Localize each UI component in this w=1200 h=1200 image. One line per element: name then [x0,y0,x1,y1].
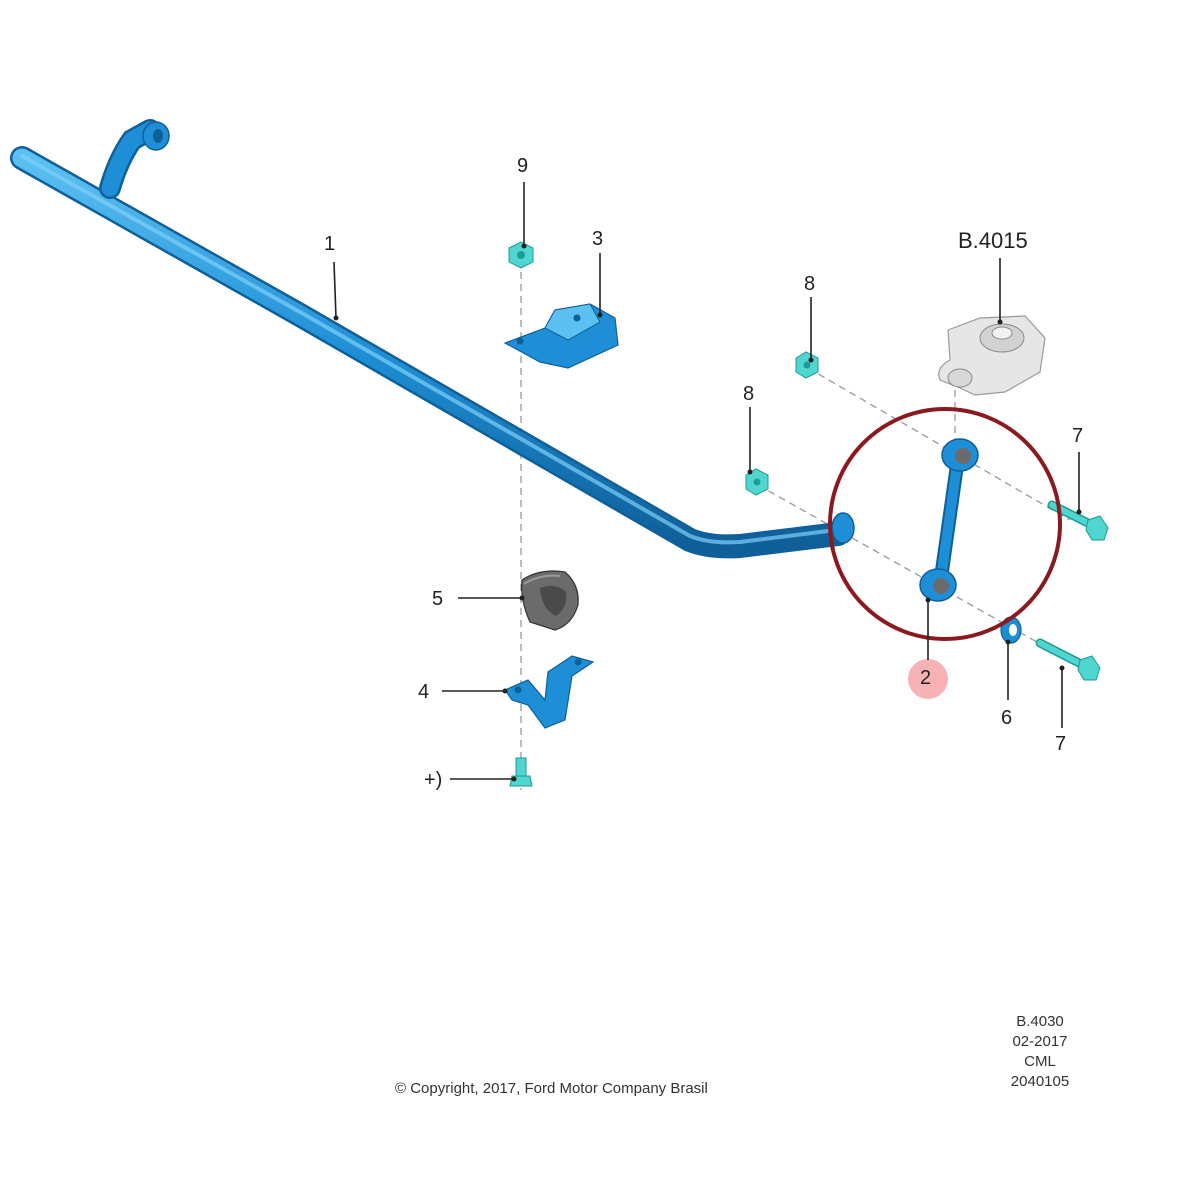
stabilizer-bar [10,119,855,559]
copyright-notice: © Copyright, 2017, Ford Motor Company Br… [395,1080,708,1097]
callout-8-upper: 8 [804,273,815,295]
bolt-bottom [509,757,533,787]
callout-7-upper: 7 [1072,425,1083,447]
callout-3: 3 [592,228,603,250]
callout-9: 9 [517,155,528,177]
drawing-code: B.4030 [1016,1013,1064,1030]
callout-5: 5 [432,588,443,610]
drawing-cml: CML [1024,1053,1056,1070]
callout-1: 1 [324,233,335,255]
bolt-lower-right [1035,638,1101,681]
highlight-badge [908,659,948,699]
nut-top [508,241,534,269]
callout-8-lower: 8 [743,383,754,405]
callout-plus: +) [424,769,442,791]
drawing-number: 2040105 [1010,1073,1070,1090]
nut-lower-right [745,468,769,496]
callout-7-lower: 7 [1055,733,1066,755]
drawing-reference-block: B.4030 02-2017 CML 2040105 [980,1012,1100,1092]
callout-2: 2 [920,667,931,689]
nut-upper-right [795,351,819,379]
knuckle-housing [938,315,1046,396]
stabilizer-link [919,438,979,602]
leader-lines [333,182,1082,782]
lower-bracket [504,655,595,729]
callout-4: 4 [418,681,429,703]
rubber-bushing [521,570,579,631]
highlight-circle [828,407,1062,641]
upper-bracket [503,303,619,369]
drawing-date: 02-2017 [1012,1033,1068,1050]
callout-6: 6 [1001,707,1012,729]
callout-ref-b4015: B.4015 [958,228,1028,253]
